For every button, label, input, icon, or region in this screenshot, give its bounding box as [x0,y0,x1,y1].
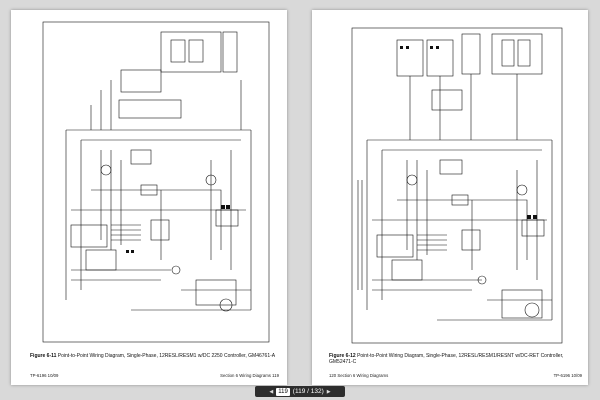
page-count-label: (119 / 132) [292,388,324,395]
page-navigator: ◀ 119 (119 / 132) ▶ [255,386,345,397]
figure-caption: Figure 6-12 Point-to-Point Wiring Diagra… [329,353,579,365]
next-page-icon[interactable]: ▶ [326,388,331,395]
wiring-diagram-left [42,21,270,343]
page-footer-left: 120 Section 6 Wiring Diagrams [329,373,389,378]
page-footer-right: TP-6196 10/09 [553,373,582,378]
page-footer-left: TP-6196 10/09 [30,373,59,378]
page-120: Figure 6-12 Point-to-Point Wiring Diagra… [312,10,588,385]
figure-caption-text: Point-to-Point Wiring Diagram, Single-Ph… [57,353,276,359]
figure-label: Figure 6-11 [30,353,57,359]
figure-caption-text: Point-to-Point Wiring Diagram, Single-Ph… [329,353,564,365]
previous-page-icon[interactable]: ◀ [269,388,274,395]
page-119: Figure 6-11 Point-to-Point Wiring Diagra… [11,10,287,385]
figure-caption: Figure 6-11 Point-to-Point Wiring Diagra… [30,353,280,359]
wiring-diagram-right [351,27,563,344]
page-footer-right: Section 6 Wiring Diagrams 119 [220,373,279,378]
figure-label: Figure 6-12 [329,353,356,359]
current-page-input[interactable]: 119 [276,387,290,396]
